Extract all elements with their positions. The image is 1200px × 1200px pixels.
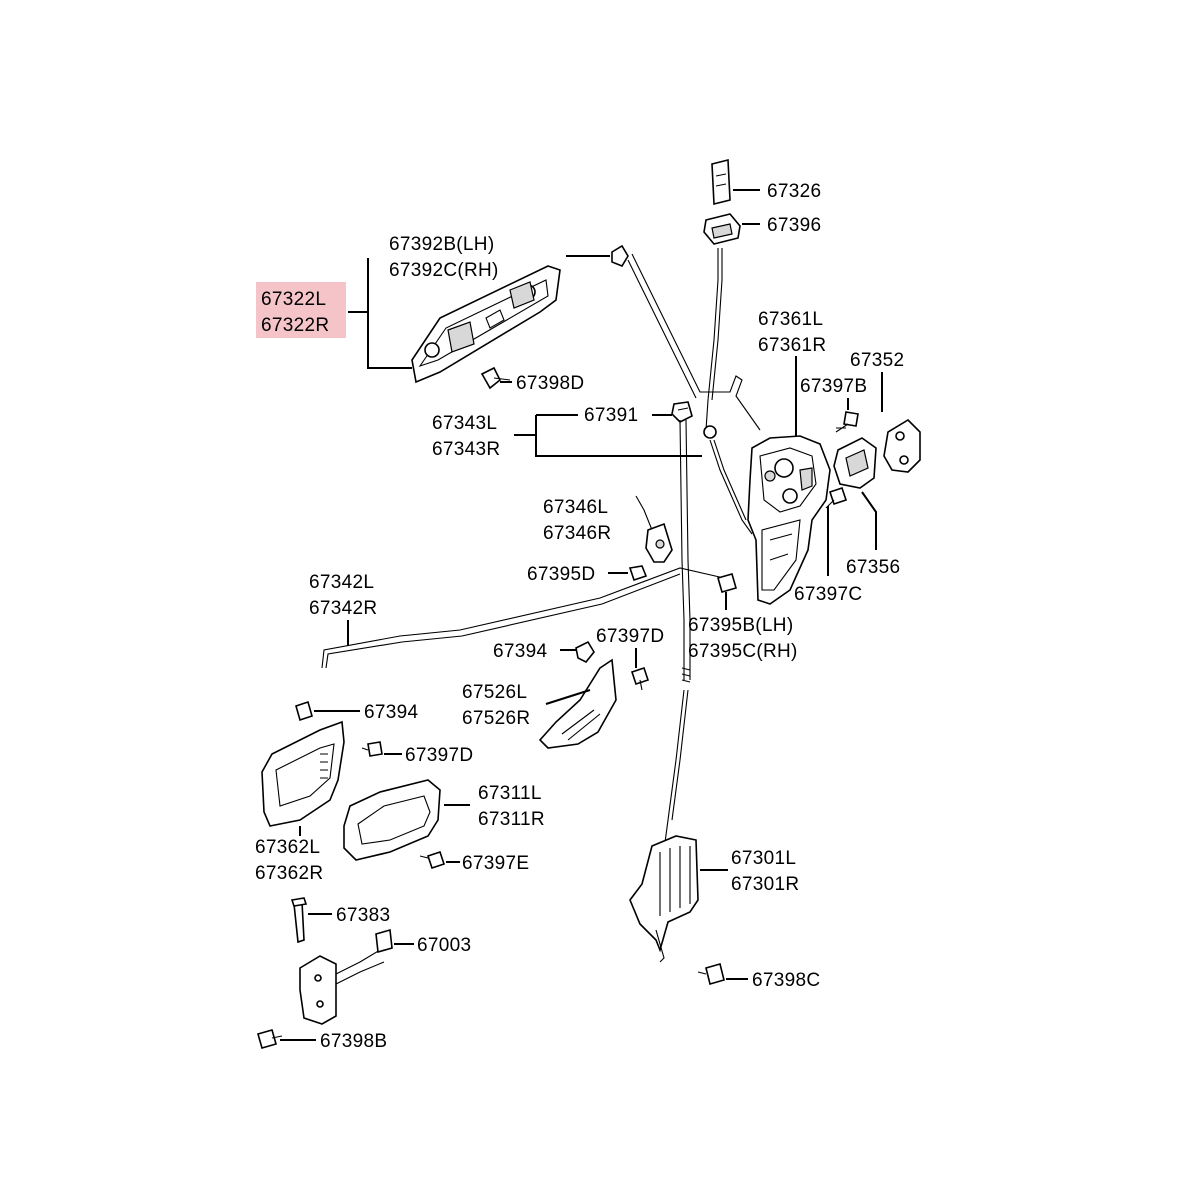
label-67361r[interactable]: 67361R	[758, 335, 826, 356]
label-67362l[interactable]: 67362L	[255, 837, 320, 858]
door-latch-assembly-part[interactable]	[747, 435, 831, 605]
label-67361l[interactable]: 67361L	[758, 309, 823, 330]
label-67397e[interactable]: 67397E	[462, 853, 529, 874]
label-67392b[interactable]: 67392B(LH)	[389, 234, 494, 255]
label-67311l[interactable]: 67311L	[478, 783, 542, 804]
remote-cable-part	[663, 689, 689, 851]
label-67342l[interactable]: 67342L	[309, 572, 374, 593]
label-67397b[interactable]: 67397B	[800, 376, 867, 397]
label-67342r[interactable]: 67342R	[309, 598, 377, 619]
label-67396[interactable]: 67396	[767, 215, 821, 236]
bracket-screw-part[interactable]	[630, 666, 650, 691]
rod-bushing-b-part[interactable]	[717, 573, 737, 593]
label-67311r[interactable]: 67311R	[478, 809, 545, 830]
handle-bolt-part[interactable]	[480, 366, 511, 390]
rod-bushing-d-part[interactable]	[628, 565, 648, 582]
label-67322r[interactable]: 67322R	[261, 315, 329, 336]
label-67392c[interactable]: 67392C(RH)	[389, 260, 499, 281]
remote-rod-part	[709, 439, 753, 535]
lock-rod-clip-part	[703, 425, 717, 439]
label-67301r[interactable]: 67301R	[731, 874, 799, 895]
lock-rod-long-part	[321, 567, 725, 669]
door-check-part[interactable]	[299, 928, 393, 1025]
label-67398b[interactable]: 67398B	[320, 1031, 387, 1052]
remote-bracket-part[interactable]	[538, 658, 617, 749]
label-67398d[interactable]: 67398D	[516, 373, 584, 394]
label-67346l[interactable]: 67346L	[543, 497, 608, 518]
label-67301l[interactable]: 67301L	[731, 848, 796, 869]
check-pin-part[interactable]	[290, 897, 308, 944]
case-screw-part[interactable]	[361, 741, 383, 757]
lock-rod-part	[705, 248, 723, 431]
striker-shim-part[interactable]	[883, 418, 921, 473]
door-striker-part[interactable]	[833, 437, 877, 489]
label-67356[interactable]: 67356	[846, 557, 900, 578]
remote-bolt-part[interactable]	[697, 963, 725, 985]
rod-clip-part[interactable]	[671, 401, 693, 423]
label-67397c[interactable]: 67397C	[794, 584, 862, 605]
inside-door-handle-part[interactable]	[343, 779, 441, 861]
knob-bezel-part[interactable]	[703, 213, 741, 245]
label-67343l[interactable]: 67343L	[432, 413, 497, 434]
lock-knob-cap-part[interactable]	[711, 158, 731, 206]
label-67395c[interactable]: 67395C(RH)	[688, 641, 798, 662]
handle-nut-part[interactable]	[611, 244, 629, 267]
label-67398c[interactable]: 67398C	[752, 970, 820, 991]
inside-handle-case-part[interactable]	[261, 720, 345, 827]
cable-clip-part[interactable]	[575, 640, 595, 664]
label-67383[interactable]: 67383	[336, 905, 390, 926]
vertical-cable-part	[679, 419, 691, 680]
label-67343r[interactable]: 67343R	[432, 439, 500, 460]
highlight-box-67322	[256, 282, 346, 338]
check-bolt-part[interactable]	[257, 1029, 283, 1049]
label-67346r[interactable]: 67346R	[543, 523, 611, 544]
cable-spring-part	[681, 667, 691, 683]
label-67326[interactable]: 67326	[767, 181, 821, 202]
label-67352[interactable]: 67352	[850, 350, 904, 371]
label-67362r[interactable]: 67362R	[255, 863, 323, 884]
label-67391[interactable]: 67391	[584, 405, 638, 426]
remote-control-part[interactable]	[629, 835, 699, 963]
part-labels: 67326 67396 67392B(LH) 67392C(RH) 67322L…	[255, 181, 904, 1052]
label-67395d[interactable]: 67395D	[527, 564, 595, 585]
latch-screw-c-part[interactable]	[825, 486, 848, 509]
outside-handle-part[interactable]	[411, 265, 561, 384]
label-67526r[interactable]: 67526R	[462, 708, 530, 729]
handle-rod-part	[627, 253, 761, 431]
handle-clip-part[interactable]	[295, 700, 313, 722]
label-67397d-upper[interactable]: 67397D	[596, 626, 664, 647]
handle-screw-e-part[interactable]	[419, 850, 446, 870]
label-67322l[interactable]: 67322L	[261, 289, 326, 310]
label-67394-lower[interactable]: 67394	[364, 702, 418, 723]
latch-screw-b-part[interactable]	[835, 411, 859, 433]
label-67397d-lower[interactable]: 67397D	[405, 745, 473, 766]
lock-lever-part[interactable]	[635, 495, 673, 563]
label-67526l[interactable]: 67526L	[462, 682, 527, 703]
leader-lines	[280, 189, 883, 1041]
label-67394-upper[interactable]: 67394	[493, 641, 547, 662]
label-67003[interactable]: 67003	[417, 935, 471, 956]
label-67395b[interactable]: 67395B(LH)	[688, 615, 793, 636]
